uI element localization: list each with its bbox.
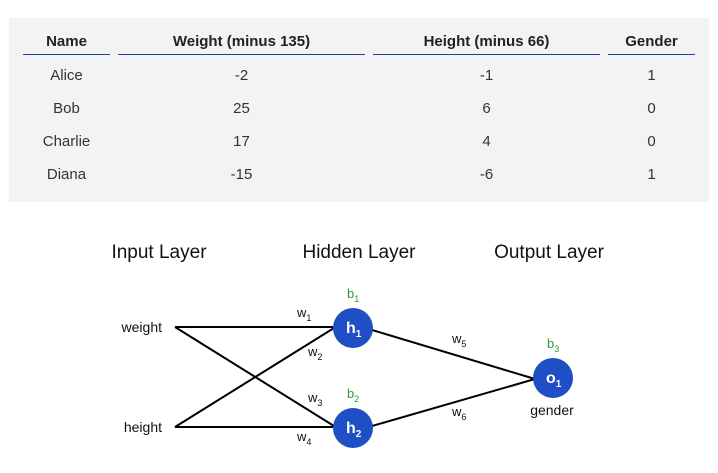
cell-height: 6 [482,100,491,117]
cell-weight: -15 [230,166,253,183]
neural-network-diagram: Input Layer Hidden Layer Output Layer we… [0,210,718,473]
cell-gender: 1 [647,67,656,84]
table-row: Charlie 17 4 0 [19,125,699,158]
column-header-weight: Weight (minus 135) [114,32,369,59]
connections [174,326,536,428]
cell-height: -6 [479,166,494,183]
table-header-row: Name Weight (minus 135) Height (minus 66… [19,32,699,59]
cell-weight: 25 [233,100,250,117]
bias-label-b3: b3 [547,336,559,354]
cell-name: Diana [46,166,87,183]
column-header-name: Name [19,32,114,59]
node-h2-label: h2 [346,420,362,440]
bias-label-b1: b1 [347,286,359,304]
input-layer-title: Input Layer [111,242,207,263]
cell-height: 4 [482,133,491,150]
node-h2: h2 [333,408,373,448]
node-h2-circle [333,408,373,448]
edge-h2-o1 [371,378,536,427]
cell-name: Charlie [42,133,91,150]
cell-weight: -2 [234,67,249,84]
bias-label-b2: b2 [347,386,359,404]
cell-gender: 0 [647,133,656,150]
edge-h1-o1 [371,329,536,380]
table-row: Bob 25 6 0 [19,92,699,125]
weight-label-w6: w6 [451,404,466,422]
weight-label-w3: w3 [307,390,322,408]
input-height-label: height [124,419,162,435]
network-svg: Input Layer Hidden Layer Output Layer we… [111,242,605,448]
node-o1-circle [533,358,573,398]
weight-label-w4: w4 [296,429,311,447]
cell-height: -1 [479,67,494,84]
output-layer-title: Output Layer [494,242,605,263]
column-header-height: Height (minus 66) [369,32,604,59]
weight-label-w5: w5 [451,331,466,349]
data-table-panel: Name Weight (minus 135) Height (minus 66… [9,18,709,202]
cell-name: Bob [53,100,80,117]
weight-label-w1: w1 [296,305,311,323]
input-weight-label: weight [121,319,163,335]
cell-weight: 17 [233,133,250,150]
data-table: Name Weight (minus 135) Height (minus 66… [19,32,699,191]
node-h1: h1 [333,308,373,348]
node-h1-circle [333,308,373,348]
node-h1-label: h1 [346,320,362,340]
hidden-layer-title: Hidden Layer [302,242,416,263]
cell-name: Alice [50,67,83,84]
edge-height-h1 [174,327,335,428]
weight-label-w2: w2 [307,344,322,362]
node-o1-label: o1 [546,370,562,390]
table-row: Alice -2 -1 1 [19,59,699,92]
node-o1: o1 [533,358,573,398]
cell-gender: 0 [647,100,656,117]
column-header-gender: Gender [604,32,699,59]
cell-gender: 1 [647,166,656,183]
output-gender-label: gender [530,402,574,418]
table-row: Diana -15 -6 1 [19,158,699,191]
